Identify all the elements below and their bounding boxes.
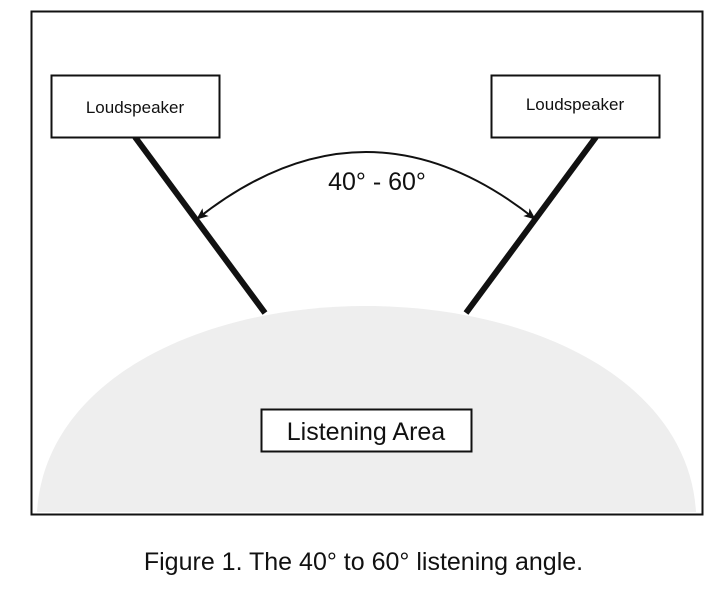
angle-arc-arrow (196, 151, 536, 220)
loudspeaker-left-label: Loudspeaker (86, 98, 185, 117)
loudspeaker-left: Loudspeaker (50, 74, 221, 139)
loudspeaker-right-label: Loudspeaker (526, 95, 625, 114)
listening-area-label-box: Listening Area (260, 408, 473, 453)
loudspeaker-right: Loudspeaker (490, 74, 661, 139)
figure-frame (30, 10, 704, 516)
right-speaker-line (463, 135, 599, 315)
listening-area-label: Listening Area (287, 418, 446, 446)
angle-label: 40° - 60° (328, 168, 426, 196)
left-speaker-line (132, 135, 268, 315)
figure-caption: Figure 1. The 40° to 60° listening angle… (143, 548, 584, 576)
